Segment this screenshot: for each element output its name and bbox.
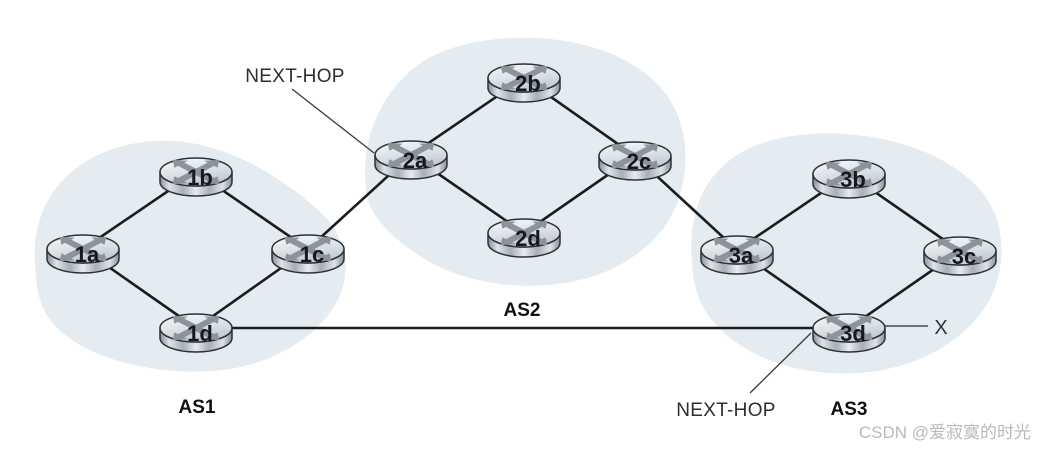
- as1-cloud: [34, 140, 346, 372]
- router-label: 3a: [729, 243, 754, 268]
- routers: 1a 1b 1c 1d 2a 2b 2c 2d: [47, 62, 996, 352]
- leader-lines: [291, 88, 812, 394]
- router-1c: 1c: [272, 233, 344, 273]
- router-label: 2b: [515, 71, 541, 96]
- router-label: 2a: [403, 148, 428, 173]
- as-clouds: [34, 37, 1002, 374]
- router-3a: 3a: [701, 234, 773, 274]
- nexthop-leader-top: [291, 88, 375, 154]
- router-1d: 1d: [160, 312, 232, 352]
- as1-label: AS1: [179, 397, 216, 418]
- router-label: 3d: [840, 321, 866, 346]
- router-3c: 3c: [924, 235, 996, 275]
- labels: NEXT-HOP NEXT-HOP AS1 AS2 AS3 X CSDN @爱寂…: [179, 66, 1031, 442]
- router-3d: 3d: [813, 312, 885, 352]
- router-label: 1c: [300, 242, 324, 267]
- as3-cloud: [691, 133, 1002, 374]
- router-label: 1d: [187, 321, 213, 346]
- router-label: 3b: [840, 167, 866, 192]
- watermark-text: CSDN @爱寂寞的时光: [859, 423, 1031, 442]
- router-label: 2c: [627, 149, 651, 174]
- router-2d: 2d: [488, 217, 560, 257]
- as3-label: AS3: [831, 399, 868, 420]
- x-label: X: [934, 317, 947, 339]
- router-3b: 3b: [813, 158, 885, 198]
- as2-cloud: [364, 37, 686, 286]
- router-1a: 1a: [47, 233, 119, 273]
- router-label: 2d: [515, 226, 541, 251]
- router-2a: 2a: [375, 139, 447, 179]
- router-label: 3c: [952, 244, 976, 269]
- router-2b: 2b: [488, 62, 560, 102]
- router-2c: 2c: [599, 140, 671, 180]
- router-label: 1b: [187, 165, 213, 190]
- nexthop-label-bottom: NEXT-HOP: [676, 400, 776, 421]
- router-label: 1a: [75, 242, 100, 267]
- nexthop-leader-bottom: [749, 332, 812, 394]
- router-1b: 1b: [160, 156, 232, 196]
- nexthop-label-top: NEXT-HOP: [245, 66, 345, 87]
- as2-label: AS2: [504, 300, 541, 321]
